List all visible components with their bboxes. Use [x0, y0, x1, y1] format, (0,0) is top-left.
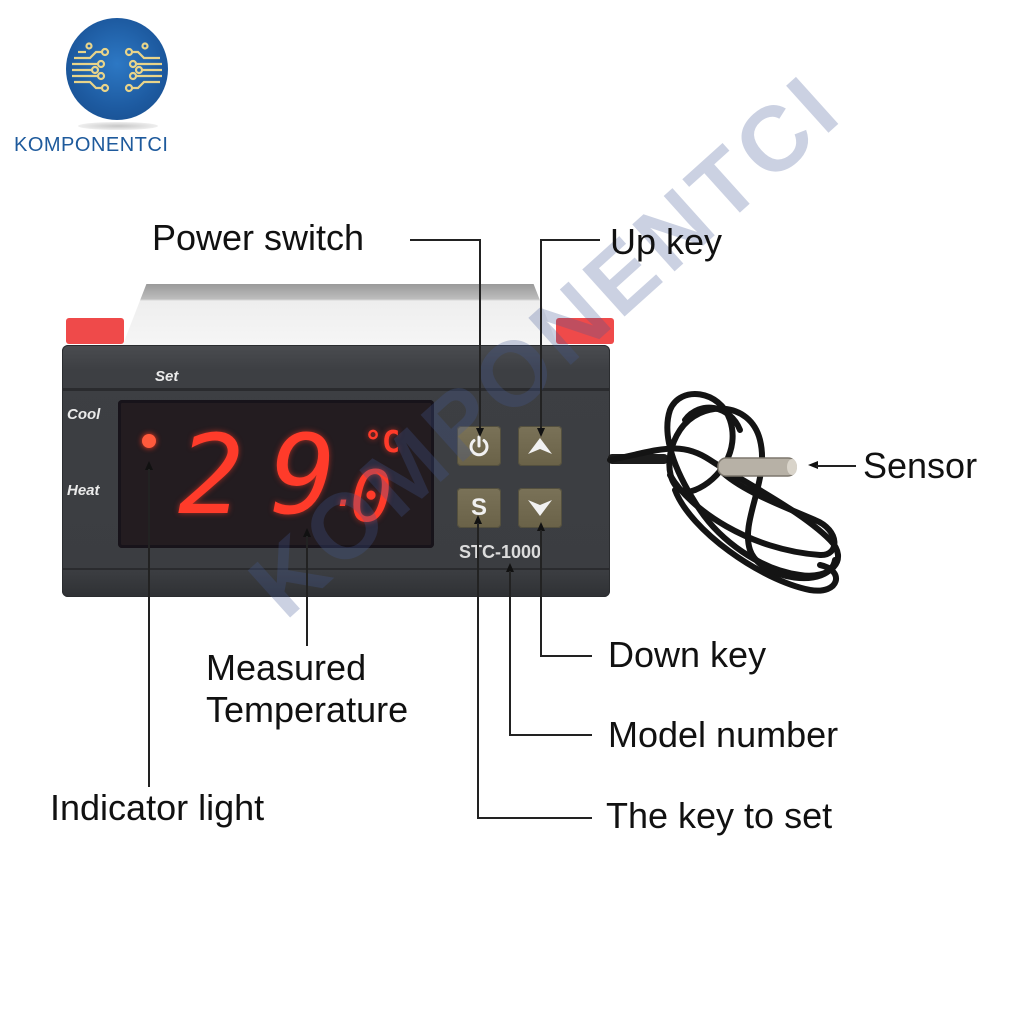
leader-line [148, 469, 150, 787]
callout-power-switch: Power switch [152, 217, 365, 258]
set-s-icon: S [470, 494, 487, 521]
device-top-tray [120, 284, 560, 352]
callout-sensor: Sensor [863, 445, 978, 486]
body-groove-bottom [62, 568, 610, 570]
mounting-clip-right [556, 318, 614, 344]
callout-indicator-light: Indicator light [50, 787, 265, 828]
callout-set-key: The key to set [606, 795, 833, 836]
power-button[interactable] [457, 426, 501, 466]
display-digit-tens: 2 [178, 411, 245, 539]
leader-line [410, 239, 480, 241]
leader-line [477, 817, 592, 819]
leader-line [816, 465, 856, 467]
circuit-traces-icon [72, 42, 162, 93]
mounting-clip-left [66, 318, 124, 344]
cool-label: Cool [67, 406, 101, 423]
logo-circuit-icon [66, 18, 168, 120]
display-digit-ones: 9 [270, 411, 337, 539]
logo-shadow [78, 122, 158, 130]
body-groove-top [62, 388, 610, 391]
model-number-text: STC-1000 [459, 542, 542, 562]
leader-line [540, 239, 600, 241]
leader-line [540, 530, 542, 656]
callout-down-key: Down key [608, 634, 767, 675]
arrow-down-icon [537, 428, 545, 437]
power-icon [469, 435, 489, 457]
leader-line [306, 536, 308, 646]
temperature-display [118, 400, 434, 548]
display-unit-celsius: °C [364, 425, 401, 460]
callout-model-number: Model number [608, 714, 839, 755]
down-key-button[interactable] [518, 488, 562, 528]
brand-name: KOMPONENTCI [14, 134, 169, 156]
display-digit-tenths: 0 [350, 456, 393, 538]
arrow-up-icon [145, 461, 153, 470]
arrow-down-icon [476, 428, 484, 437]
leader-line [509, 571, 511, 735]
indicator-light-led [142, 434, 156, 448]
sensor-cable-stub [608, 454, 668, 464]
callout-measured-temperature-line2: Temperature [206, 689, 409, 730]
arrow-left-icon [808, 461, 818, 469]
arrow-up-icon [537, 522, 545, 531]
leader-line [509, 734, 592, 736]
arrow-up-icon [506, 563, 514, 572]
leader-line [477, 523, 479, 818]
heat-label: Heat [67, 482, 100, 499]
set-label: Set [155, 368, 179, 385]
sensor-cable-coil-icon [607, 391, 841, 594]
sensor-probe [717, 457, 797, 477]
display-decimal-point: . [332, 466, 359, 517]
arrow-up-icon [474, 515, 482, 524]
chevron-down-icon [528, 500, 552, 516]
callout-up-key: Up key [610, 221, 723, 262]
leader-line [479, 239, 481, 429]
arrow-up-icon [303, 528, 311, 537]
leader-line [540, 239, 542, 429]
chevron-up-icon [528, 438, 552, 454]
callout-measured-temperature-line1: Measured [206, 647, 367, 688]
leader-line [540, 655, 592, 657]
